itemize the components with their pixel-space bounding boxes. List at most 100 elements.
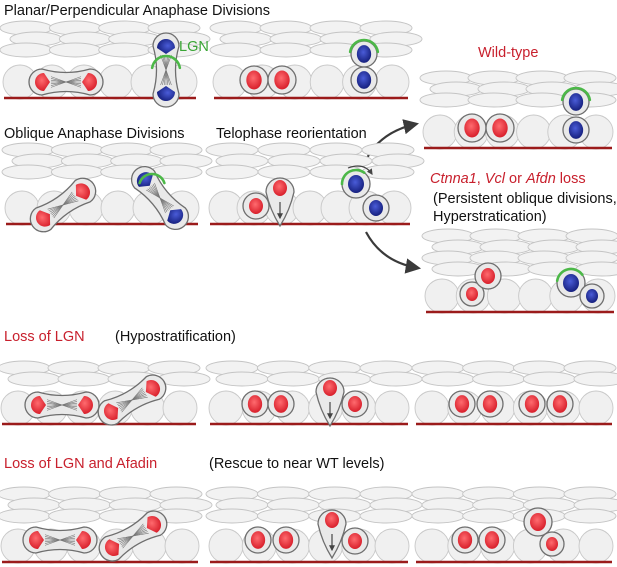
gene-sep2: or (505, 171, 526, 187)
suprabasal-cell (0, 42, 53, 58)
suprabasal-cell (209, 42, 263, 58)
chromatid-set (167, 209, 184, 224)
red-nucleus (484, 531, 500, 549)
suprabasal-cell (462, 508, 516, 524)
red-nucleus (325, 512, 339, 528)
blue-nucleus (356, 71, 372, 89)
tissue-panel-5 (205, 142, 425, 228)
red-nucleus (481, 268, 495, 284)
chromatid-set (76, 531, 91, 549)
anaphase-cell (22, 526, 98, 554)
red-nucleus (249, 198, 263, 214)
chromatid-set (104, 539, 120, 556)
red-nucleus (278, 531, 294, 549)
suprabasal-cell (421, 371, 475, 387)
blue-nucleus (369, 200, 383, 216)
spindle-fiber (53, 191, 73, 219)
suprabasal-cell (259, 42, 313, 58)
basal-cell (98, 64, 134, 100)
red-nucleus (552, 395, 568, 413)
red-nucleus (524, 395, 540, 413)
anaphase-cell (97, 374, 167, 426)
suprabasal-cell (50, 164, 104, 180)
rotation-arrow (347, 165, 373, 175)
red-nucleus (454, 395, 470, 413)
red-nucleus (273, 180, 287, 196)
chromatid-set (75, 183, 90, 200)
label-hypostratification: (Hypostratification) (115, 329, 236, 345)
suprabasal-cell (467, 92, 521, 108)
suprabasal-cell (205, 508, 259, 524)
blue-nucleus (586, 289, 598, 303)
tissue-panel-4 (1, 142, 213, 233)
lgn-crescent (150, 54, 182, 70)
basal-cell (578, 528, 614, 564)
anaphase-cell (98, 510, 168, 562)
label-persistent-line1: (Persistent oblique divisions, (433, 191, 617, 207)
spindle-fiber (46, 399, 78, 411)
basal-cell (309, 64, 345, 100)
chromatid-set (35, 73, 50, 91)
suprabasal-cell (0, 508, 51, 524)
basal-cell (518, 278, 554, 314)
blue-nucleus (356, 45, 372, 63)
label-persistent-line2: Hyperstratication) (433, 209, 547, 225)
anaphase-cell (29, 177, 97, 233)
suprabasal-cell (563, 508, 617, 524)
gene-ctnna1: Ctnna1 (430, 171, 477, 187)
suprabasal-cell (48, 42, 102, 58)
suprabasal-cell (205, 164, 259, 180)
red-nucleus (323, 380, 337, 396)
suprabasal-cell (472, 371, 526, 387)
red-nucleus (274, 70, 290, 90)
chromatid-set (78, 396, 93, 414)
chromatid-set (36, 210, 51, 227)
gene-afdn: Afdn (525, 171, 556, 187)
spindle-fiber (122, 523, 144, 549)
label-loss-lgn: Loss of LGN (4, 329, 85, 345)
chromatid-set (157, 86, 175, 101)
basal-cell (164, 528, 200, 564)
basal-cell (374, 528, 410, 564)
spindle-fiber (44, 534, 76, 546)
tissue-panel-6 (421, 228, 617, 314)
suprabasal-cell (48, 508, 102, 524)
suprabasal-cell (369, 371, 423, 387)
label-rescue: (Rescue to near WT levels) (209, 456, 384, 472)
tissue-panel-11 (205, 486, 423, 564)
suprabasal-cell (257, 164, 311, 180)
spindle-fiber (146, 189, 174, 207)
blue-nucleus (568, 93, 584, 111)
red-nucleus (246, 70, 262, 90)
suprabasal-cell (57, 371, 111, 387)
label-telophase: Telophase reorientation (216, 126, 367, 142)
chromatid-set (145, 380, 161, 397)
chromatid-set (146, 516, 162, 533)
lgn-crescent (340, 168, 366, 186)
suprabasal-cell (7, 371, 61, 387)
suprabasal-cell (359, 508, 413, 524)
tissue-panel-12 (411, 486, 617, 564)
label-lgn: LGN (179, 39, 209, 55)
label-loss-lgn-afadin: Loss of LGN and Afadin (4, 456, 157, 472)
label-gene-loss: Ctnna1, Vcl or Afdn loss (430, 171, 586, 187)
lgn-crescent (555, 267, 584, 283)
anaphase-cell (24, 391, 100, 419)
lgn-crescent (560, 86, 592, 102)
basal-cell (100, 190, 136, 226)
chromatid-set (82, 73, 97, 91)
red-nucleus (482, 395, 498, 413)
label-planar-perpendicular: Planar/Perpendicular Anaphase Divisions (4, 3, 270, 19)
spindle-fiber (50, 76, 82, 88)
red-nucleus (348, 533, 362, 549)
red-nucleus (273, 395, 289, 413)
basal-cell (374, 64, 410, 100)
tissue-panel-2 (209, 20, 423, 100)
red-nucleus (530, 513, 546, 531)
gene-loss-word: loss (556, 171, 586, 187)
suprabasal-cell (411, 508, 465, 524)
label-wild-type: Wild-type (478, 45, 538, 61)
suprabasal-cell (419, 92, 473, 108)
basal-cell (578, 390, 614, 426)
